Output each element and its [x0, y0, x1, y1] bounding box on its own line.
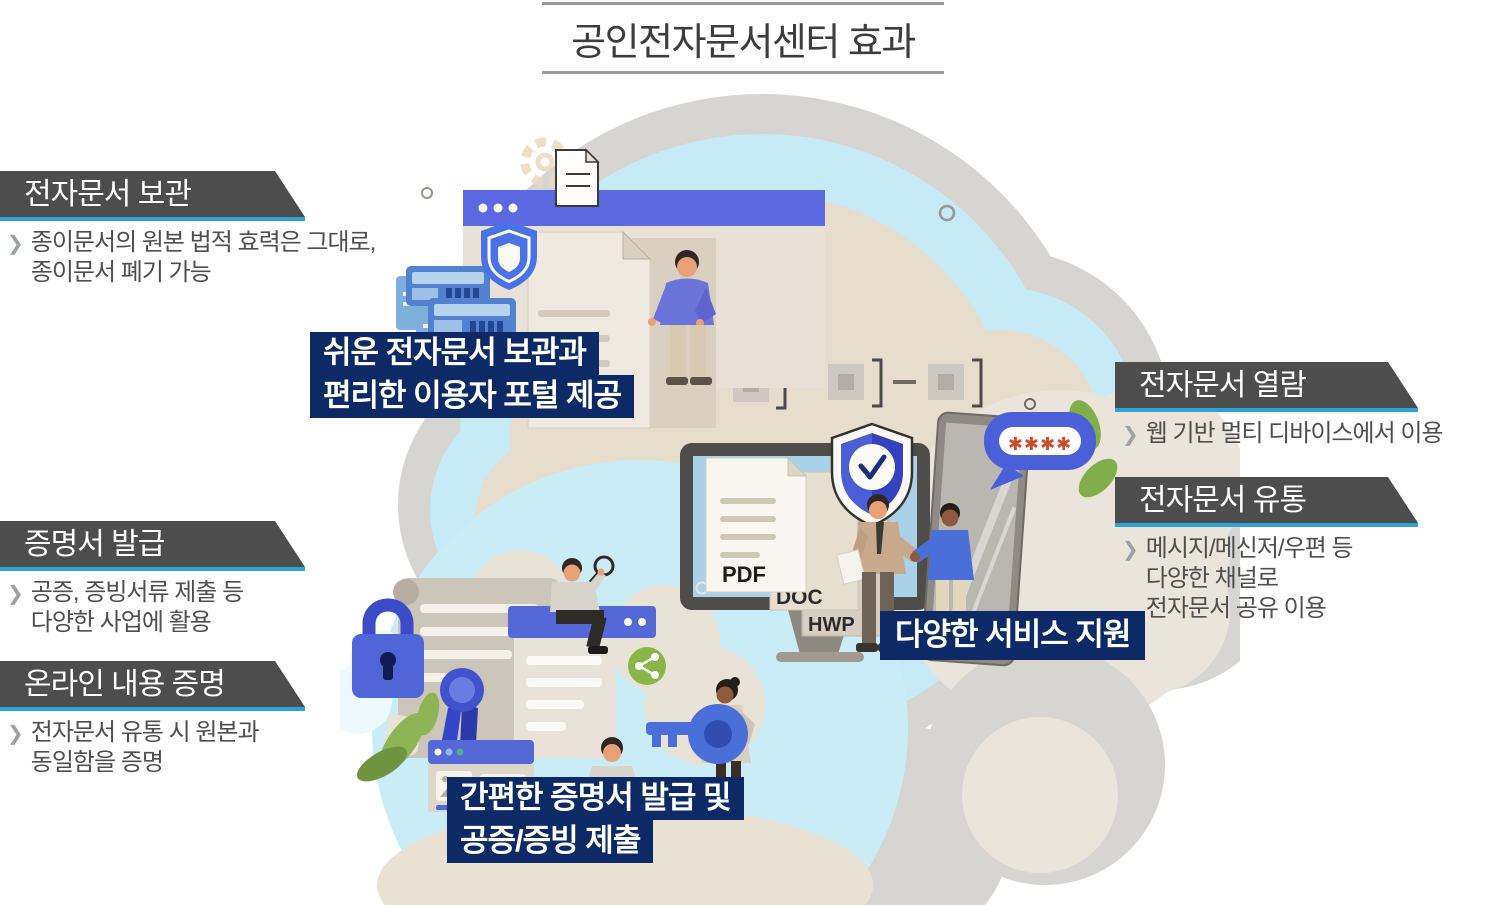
banner-underline: [1115, 408, 1418, 412]
dot-decoration: [421, 187, 433, 199]
banner-underline: [1115, 523, 1418, 527]
callout-services-line1: 다양한 서비스 지원: [880, 611, 1146, 660]
banner-underline: [0, 217, 305, 221]
bullet-line: 웹 기반 멀티 디바이스에서 이용: [1145, 420, 1444, 447]
check-shield-icon: [830, 422, 914, 528]
banner-underline: [0, 707, 305, 711]
section-issuance-header: 증명서 발급: [0, 521, 305, 567]
cloud-illustration: HWP DOC PDF: [340, 94, 1240, 905]
bullet-line: 공증, 증빙서류 제출 등: [30, 579, 244, 606]
bullet-line: 메시지/메신저/우편 등: [1145, 535, 1354, 562]
section-distribution-bullet: ❯ 메시지/메신저/우편 등 다양한 채널로 전자문서 공유 이용: [1115, 534, 1418, 624]
padlock-icon: [352, 598, 424, 698]
section-storage-title: 전자문서 보관: [24, 178, 191, 211]
title-rule-top: [542, 2, 944, 5]
callout-portal-line1: 쉬운 전자문서 보관과: [310, 332, 599, 375]
bullet-line: 다양한 채널로: [1145, 565, 1279, 592]
section-online-proof-bullet: ❯ 전자문서 유통 시 원본과 동일함을 증명: [0, 718, 305, 778]
bullet-line: 동일함을 증명: [30, 749, 164, 776]
bullet-chevron-icon: ❯: [1122, 539, 1139, 561]
callout-services: 다양한 서비스 지원: [880, 611, 1146, 660]
banner-underline: [0, 567, 305, 571]
document-icon: [555, 148, 600, 207]
bullet-line: 종이문서 폐기 가능: [30, 259, 212, 286]
callout-issuance-line1: 간편한 증명서 발급 및: [447, 777, 744, 820]
section-viewing-title: 전자문서 열람: [1139, 369, 1306, 402]
bullet-chevron-icon: ❯: [7, 233, 24, 255]
callout-issuance-line2: 공증/증빙 제출: [447, 820, 654, 863]
section-issuance-title: 증명서 발급: [24, 528, 165, 561]
section-storage: 전자문서 보관 ❯ 종이문서의 원본 법적 효력은 그대로, 종이문서 폐기 가…: [0, 171, 376, 288]
section-online-proof-header: 온라인 내용 증명: [0, 661, 305, 707]
bullet-chevron-icon: ❯: [7, 583, 24, 605]
callout-portal-line2: 편리한 이용자 포털 제공: [310, 375, 635, 418]
section-viewing: 전자문서 열람 ❯ 웹 기반 멀티 디바이스에서 이용: [1115, 362, 1443, 449]
password-mask-text: ✱✱✱✱: [1008, 434, 1072, 454]
title-block: 공인전자문서센터 효과: [542, 0, 944, 74]
shield-icon: [481, 221, 537, 290]
leaf-icon: [357, 692, 440, 782]
section-viewing-bullet: ❯ 웹 기반 멀티 디바이스에서 이용: [1115, 419, 1443, 449]
file-documents: HWP DOC PDF: [705, 456, 889, 637]
person-bottom: [588, 737, 636, 780]
title-rule-bottom: [542, 71, 944, 74]
folder-stack-icon: [396, 266, 516, 358]
dot-decoration: [938, 204, 956, 222]
portal-window: [508, 606, 656, 758]
bullet-line: 다양한 사업에 활용: [30, 609, 212, 636]
pdf-label: PDF: [722, 562, 766, 587]
bullet-line: 전자문서 공유 이용: [1145, 595, 1327, 622]
person-sitting: [550, 555, 615, 654]
section-online-proof-title: 온라인 내용 증명: [24, 668, 225, 701]
section-issuance: 증명서 발급 ❯ 공증, 증빙서류 제출 등 다양한 사업에 활용: [0, 521, 305, 638]
bullet-chevron-icon: ❯: [1122, 424, 1139, 446]
callout-issuance-submit: 간편한 증명서 발급 및 공증/증빙 제출: [447, 777, 744, 863]
section-distribution-title: 전자문서 유통: [1139, 484, 1306, 517]
page-title: 공인전자문서센터 효과: [571, 22, 916, 64]
password-bubble: ✱✱✱✱: [984, 398, 1096, 490]
section-distribution-header: 전자문서 유통: [1115, 477, 1418, 523]
section-storage-header: 전자문서 보관: [0, 171, 305, 217]
share-icon: [628, 647, 666, 685]
person-with-key: [646, 677, 755, 791]
callout-portal: 쉬운 전자문서 보관과 편리한 이용자 포털 제공: [310, 332, 635, 418]
section-distribution: 전자문서 유통 ❯ 메시지/메신저/우편 등 다양한 채널로 전자문서 공유 이…: [1115, 477, 1418, 624]
hwp-label: HWP: [808, 614, 855, 636]
section-issuance-bullet: ❯ 공증, 증빙서류 제출 등 다양한 사업에 활용: [0, 578, 305, 638]
bullet-line: 전자문서 유통 시 원본과: [30, 719, 260, 746]
bullet-chevron-icon: ❯: [7, 723, 24, 745]
section-online-proof: 온라인 내용 증명 ❯ 전자문서 유통 시 원본과 동일함을 증명: [0, 661, 305, 778]
section-storage-bullet: ❯ 종이문서의 원본 법적 효력은 그대로, 종이문서 폐기 가능: [0, 228, 376, 288]
section-viewing-header: 전자문서 열람: [1115, 362, 1418, 408]
bullet-line: 종이문서의 원본 법적 효력은 그대로,: [30, 229, 377, 256]
person-standing: [648, 250, 716, 385]
